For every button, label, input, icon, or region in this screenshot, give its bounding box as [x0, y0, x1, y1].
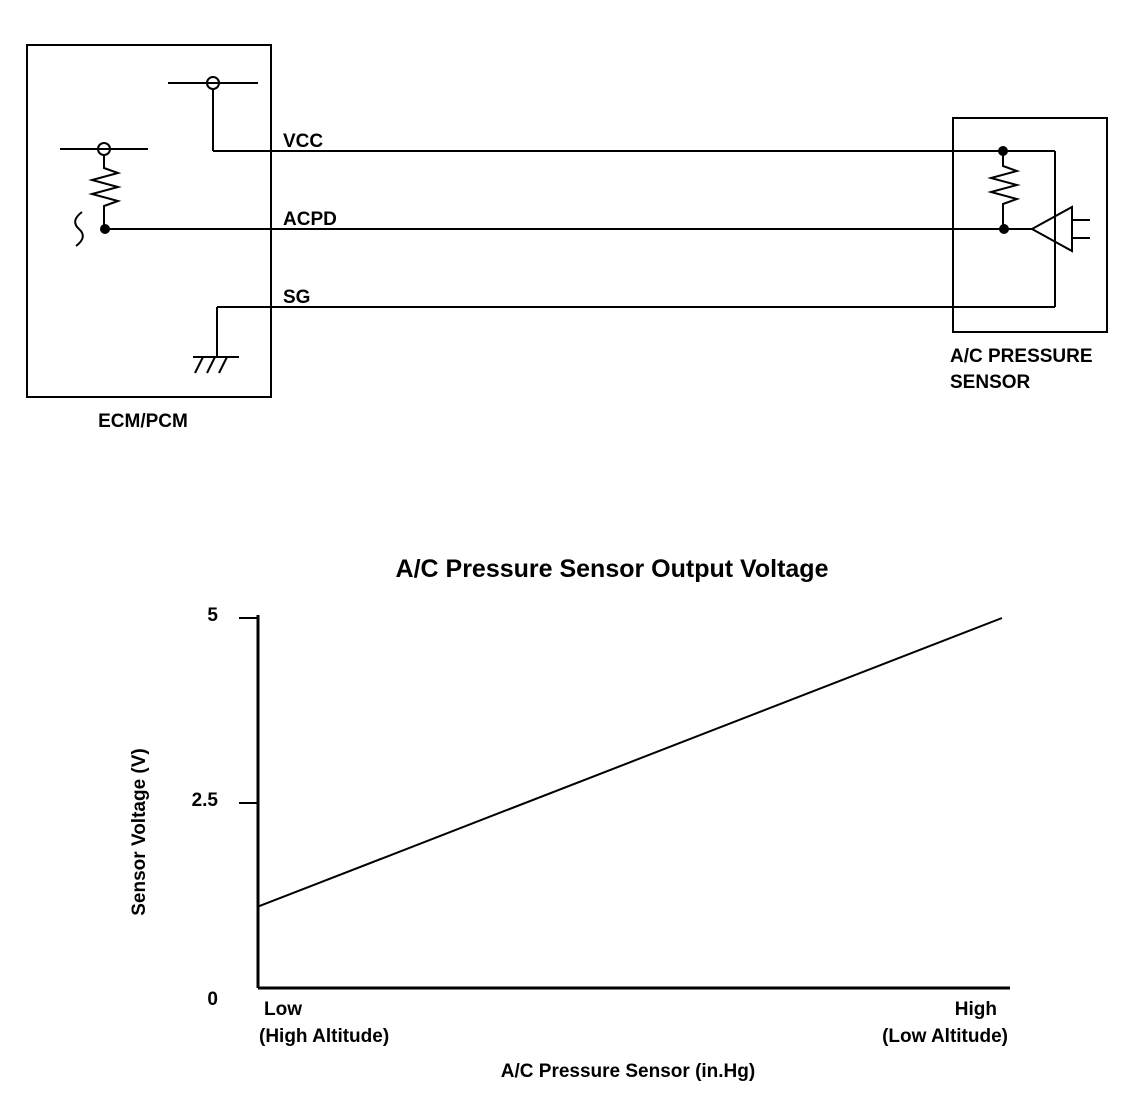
- y-tick-label: 0: [207, 989, 218, 1010]
- vcc-supply-terminal: [168, 76, 258, 151]
- x-tick-high-line1: High: [955, 999, 997, 1020]
- sensor-amplifier-icon: [1029, 205, 1073, 253]
- ecm-input-junction: [74, 211, 155, 247]
- wiring-diagram: ECM/PCM A/C PRESSURE SENSOR: [26, 44, 1108, 432]
- chart-title: A/C Pressure Sensor Output Voltage: [396, 555, 829, 583]
- ecm-label: ECM/PCM: [98, 411, 188, 432]
- y-ticks: 02.55: [192, 605, 258, 1010]
- ecm-pullup-resistor-icon: [60, 142, 148, 229]
- sensor-resistor-icon: [987, 151, 1021, 229]
- ecm-box: [26, 44, 272, 398]
- x-axis-label: A/C Pressure Sensor (in.Hg): [501, 1061, 755, 1082]
- wire-sg-label: SG: [283, 287, 310, 308]
- series-layer: [257, 617, 1003, 908]
- wire-acpd: ACPD: [155, 209, 1032, 230]
- wire-acpd-label: ACPD: [283, 209, 337, 230]
- y-tick-label: 5: [207, 605, 218, 626]
- ground-icon: [193, 307, 239, 374]
- wire-sg: SG: [217, 287, 1055, 308]
- sensor-label-line1: A/C PRESSURE: [950, 346, 1093, 367]
- wire-vcc: VCC: [213, 131, 1055, 152]
- voltage-chart: A/C Pressure Sensor Output Voltage 02.55…: [129, 555, 1010, 1082]
- wire-vcc-label: VCC: [283, 131, 323, 152]
- sensor-box: [952, 117, 1108, 333]
- y-axis-label: Sensor Voltage (V): [129, 748, 150, 916]
- sensor-internal-circuit: [987, 146, 1090, 307]
- series-line-voltage: [257, 617, 1003, 908]
- x-tick-high-line2: (Low Altitude): [882, 1026, 1008, 1047]
- x-tick-low-line1: Low: [264, 999, 302, 1020]
- sensor-label-line2: SENSOR: [950, 372, 1031, 393]
- y-tick-label: 2.5: [192, 790, 219, 811]
- x-tick-low-line2: (High Altitude): [259, 1026, 389, 1047]
